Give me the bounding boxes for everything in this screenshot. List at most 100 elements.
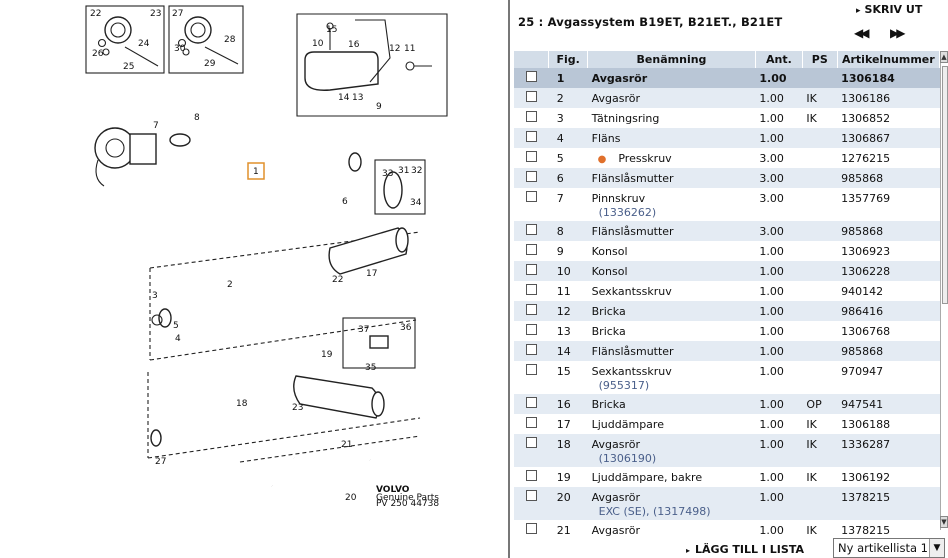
scroll-down-icon[interactable]: ▼ bbox=[940, 516, 948, 528]
part-number-label[interactable]: 13 bbox=[352, 93, 363, 103]
part-number-label[interactable]: 26 bbox=[92, 49, 104, 59]
checkbox-icon[interactable] bbox=[525, 284, 537, 295]
scrollbar-thumb[interactable] bbox=[942, 66, 948, 304]
part-number-label[interactable]: 18 bbox=[236, 399, 248, 409]
name-text[interactable]: Pinnskruv bbox=[591, 192, 646, 205]
checkbox-icon[interactable] bbox=[525, 224, 537, 235]
part-number-label[interactable]: 7 bbox=[153, 121, 159, 131]
checkbox-icon[interactable] bbox=[525, 71, 537, 82]
checkbox-icon[interactable] bbox=[525, 417, 537, 428]
name-cell[interactable]: Avgasrör bbox=[587, 88, 756, 108]
part-number-label[interactable]: 22 bbox=[332, 275, 343, 285]
name-text[interactable]: Sexkantsskruv bbox=[591, 365, 672, 378]
checkbox-icon[interactable] bbox=[525, 111, 537, 122]
part-number-label[interactable]: 16 bbox=[348, 40, 360, 50]
row-checkbox[interactable] bbox=[514, 281, 549, 301]
row-checkbox[interactable] bbox=[514, 168, 549, 188]
part-number-label[interactable]: 23 bbox=[292, 403, 303, 413]
next-icon[interactable]: ▶▶ bbox=[890, 26, 906, 40]
part-number-label[interactable]: 15 bbox=[326, 25, 337, 35]
add-to-list-button[interactable]: ▸LÄGG TILL I LISTA bbox=[686, 543, 804, 556]
name-cell[interactable]: Bricka bbox=[587, 321, 756, 341]
col-name[interactable]: Benämning bbox=[587, 51, 756, 68]
part-number-label[interactable]: 25 bbox=[123, 62, 134, 72]
part-number-label[interactable]: 31 bbox=[398, 166, 409, 176]
name-text[interactable]: Avgasrör bbox=[591, 524, 641, 537]
col-qty[interactable]: Ant. bbox=[755, 51, 803, 68]
name-cell[interactable]: Pinnskruv(1336262) bbox=[587, 188, 756, 221]
part-number-label[interactable]: 19 bbox=[321, 350, 333, 360]
part-number-label[interactable]: 6 bbox=[342, 197, 348, 207]
part-number-label[interactable]: 29 bbox=[204, 59, 216, 69]
name-cell[interactable]: Avgasrör(1306190) bbox=[587, 434, 756, 467]
row-checkbox[interactable] bbox=[514, 188, 549, 221]
part-number-label[interactable]: 17 bbox=[366, 269, 377, 279]
name-cell[interactable]: Avgasrör bbox=[587, 68, 756, 88]
part-number-label[interactable]: 24 bbox=[138, 39, 150, 49]
row-checkbox[interactable] bbox=[514, 108, 549, 128]
col-article[interactable]: Artikelnummer bbox=[837, 51, 941, 68]
part-number-label[interactable]: 12 bbox=[389, 44, 400, 54]
part-number-label[interactable]: 14 bbox=[338, 93, 350, 103]
name-cell[interactable]: Sexkantsskruv bbox=[587, 281, 756, 301]
row-checkbox[interactable] bbox=[514, 341, 549, 361]
row-checkbox[interactable] bbox=[514, 394, 549, 414]
name-text[interactable]: Avgasrör bbox=[591, 438, 641, 451]
name-text[interactable]: Ljuddämpare, bakre bbox=[591, 471, 703, 484]
part-number-label[interactable]: 3 bbox=[152, 291, 158, 301]
row-checkbox[interactable] bbox=[514, 88, 549, 108]
name-cell[interactable]: Bricka bbox=[587, 301, 756, 321]
part-number-label[interactable]: 5 bbox=[173, 321, 179, 331]
part-number-label[interactable]: 28 bbox=[224, 35, 236, 45]
row-checkbox[interactable] bbox=[514, 241, 549, 261]
name-cell[interactable]: Fläns bbox=[587, 128, 756, 148]
col-fig[interactable]: Fig. bbox=[548, 51, 589, 68]
part-number-label[interactable]: 23 bbox=[150, 9, 161, 19]
part-number-label[interactable]: 8 bbox=[194, 113, 200, 123]
name-text[interactable]: Bricka bbox=[591, 305, 626, 318]
name-cell[interactable]: Konsol bbox=[587, 241, 756, 261]
name-text[interactable]: Konsol bbox=[591, 265, 628, 278]
name-text[interactable]: Flänslåsmutter bbox=[591, 345, 674, 358]
part-number-label[interactable]: 2 bbox=[227, 280, 233, 290]
checkbox-icon[interactable] bbox=[525, 437, 537, 448]
name-cell[interactable]: Tätningsring bbox=[587, 108, 756, 128]
name-cell[interactable]: Sexkantsskruv(955317) bbox=[587, 361, 756, 394]
checkbox-icon[interactable] bbox=[525, 304, 537, 315]
part-number-label[interactable]: 9 bbox=[376, 102, 382, 112]
name-cell[interactable]: Ljuddämpare bbox=[587, 414, 756, 434]
list-select[interactable]: Ny artikellista 1 ▼ bbox=[833, 538, 945, 558]
pane-divider[interactable] bbox=[508, 0, 510, 558]
name-text[interactable]: Bricka bbox=[591, 398, 626, 411]
row-checkbox[interactable] bbox=[514, 434, 549, 467]
checkbox-icon[interactable] bbox=[525, 523, 537, 534]
name-cell[interactable]: Konsol bbox=[587, 261, 756, 281]
name-cell[interactable]: Flänslåsmutter bbox=[587, 168, 756, 188]
row-checkbox[interactable] bbox=[514, 520, 549, 540]
checkbox-icon[interactable] bbox=[525, 131, 537, 142]
checkbox-icon[interactable] bbox=[525, 171, 537, 182]
checkbox-icon[interactable] bbox=[525, 364, 537, 375]
checkbox-icon[interactable] bbox=[525, 91, 537, 102]
name-text[interactable]: Flänslåsmutter bbox=[591, 225, 674, 238]
row-checkbox[interactable] bbox=[514, 68, 549, 88]
scroll-up-icon[interactable]: ▲ bbox=[940, 51, 948, 63]
col-ps[interactable]: PS bbox=[802, 51, 838, 68]
row-checkbox[interactable] bbox=[514, 321, 549, 341]
row-checkbox[interactable] bbox=[514, 487, 549, 520]
name-text[interactable]: Bricka bbox=[591, 325, 626, 338]
part-number-label[interactable]: 4 bbox=[175, 334, 181, 344]
